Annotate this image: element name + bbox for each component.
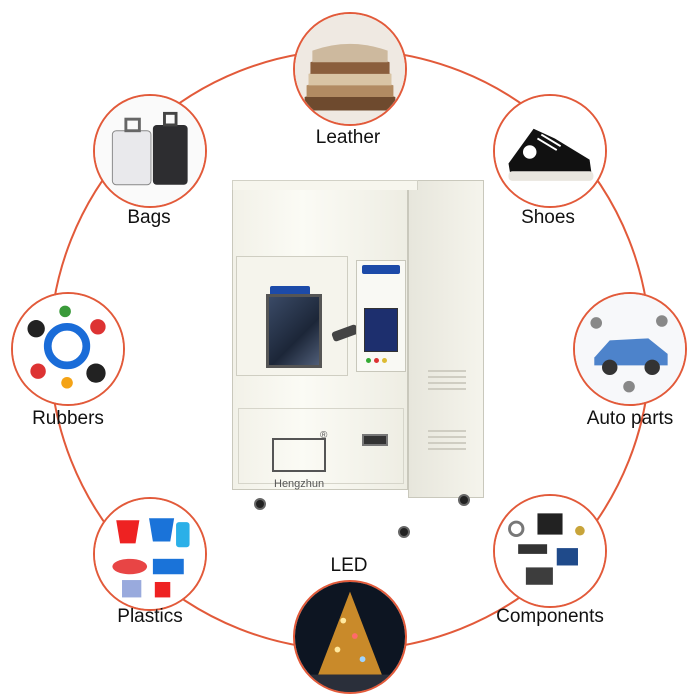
brand-logo-icon: [272, 438, 326, 472]
auto-parts-label: Auto parts: [586, 408, 674, 429]
cabinet-side-panel: [408, 180, 484, 498]
display-screen: [364, 308, 398, 352]
side-vent: [428, 448, 466, 450]
panel-button-red: [374, 358, 379, 363]
caster-wheel: [254, 498, 266, 510]
brand-name: Hengzhun: [274, 478, 325, 490]
rubbers-label: Rubbers: [32, 408, 104, 429]
chamber-window: [266, 294, 322, 368]
components-image: [493, 494, 607, 608]
panel-logo: [362, 265, 400, 274]
panel-button-green: [366, 358, 371, 363]
side-vent: [428, 430, 466, 432]
caster-wheel: [458, 494, 470, 506]
side-vent: [428, 382, 466, 384]
cabinet-top: [232, 180, 418, 190]
caster-wheel: [398, 526, 410, 538]
shoes-image: [493, 94, 607, 208]
led-label: LED: [330, 555, 368, 576]
led-image: [293, 580, 407, 694]
auto-parts-image: [573, 292, 687, 406]
rubbers-image: [11, 292, 125, 406]
side-vent: [428, 442, 466, 444]
port-slot: [362, 434, 388, 446]
side-vent: [428, 376, 466, 378]
side-vent: [428, 436, 466, 438]
leather-image: [293, 12, 407, 126]
plastics-label: Plastics: [117, 606, 183, 627]
test-chamber-machine: ® Hengzhun: [232, 180, 484, 546]
side-vent: [428, 370, 466, 372]
bags-label: Bags: [127, 207, 171, 228]
shoes-label: Shoes: [521, 207, 575, 228]
panel-button-yellow: [382, 358, 387, 363]
plastics-image: [93, 497, 207, 611]
leather-label: Leather: [315, 127, 381, 148]
door-logo: [270, 286, 310, 296]
bags-image: [93, 94, 207, 208]
lower-panel: [238, 408, 404, 484]
side-vent: [428, 388, 466, 390]
components-label: Components: [496, 606, 604, 627]
registered-mark: ®: [320, 430, 328, 441]
